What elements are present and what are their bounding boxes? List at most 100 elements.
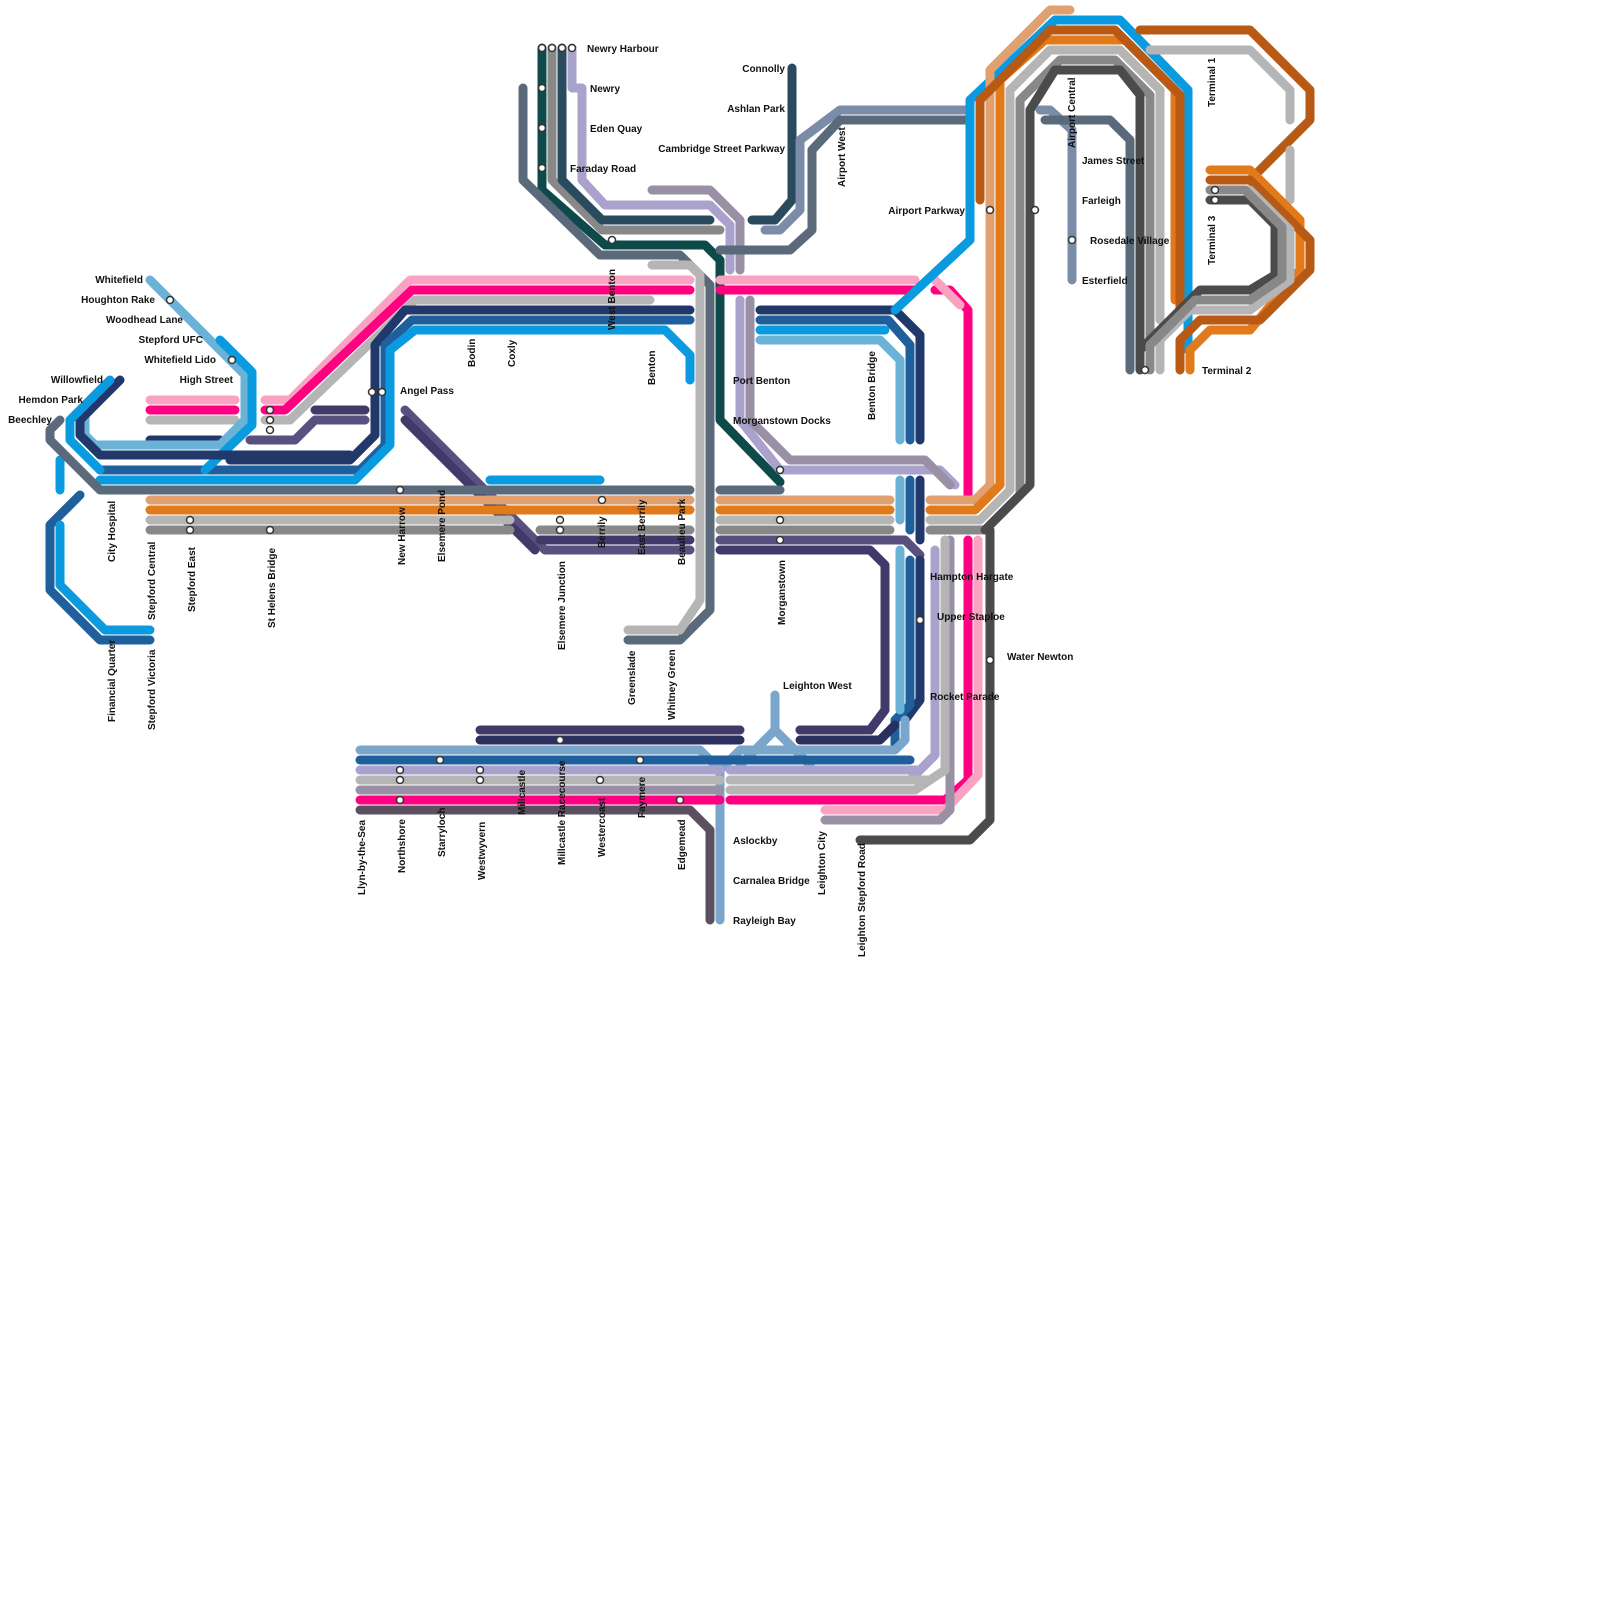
station-label-stepford-central[interactable]: Stepford Central	[147, 541, 158, 620]
station-label-faymere[interactable]: Faymere	[637, 776, 648, 818]
station-marker[interactable]	[1210, 185, 1220, 195]
station-marker[interactable]	[915, 615, 925, 625]
station-label-benton[interactable]: Benton	[647, 351, 658, 385]
station-marker[interactable]	[1140, 365, 1150, 375]
station-label-cambridge-street-parkway[interactable]: Cambridge Street Parkway	[658, 144, 785, 155]
station-label-stepford-ufc[interactable]: Stepford UFC	[139, 335, 203, 346]
station-label-new-harrow[interactable]: New Harrow	[397, 507, 408, 565]
station-label-hemdon-park[interactable]: Hemdon Park	[19, 395, 84, 406]
station-label-upper-staploe[interactable]: Upper Staploe	[937, 612, 1005, 623]
station-label-rayleigh-bay[interactable]: Rayleigh Bay	[733, 916, 796, 927]
station-marker[interactable]	[475, 765, 485, 775]
station-marker[interactable]	[395, 775, 405, 785]
station-label-city-hospital[interactable]: City Hospital	[107, 501, 118, 562]
station-marker[interactable]	[985, 205, 995, 215]
station-label-esterfield[interactable]: Esterfield	[1082, 276, 1128, 287]
station-marker[interactable]	[265, 525, 275, 535]
station-label-greenslade[interactable]: Greenslade	[627, 650, 638, 705]
station-marker[interactable]	[597, 495, 607, 505]
station-marker[interactable]	[1210, 195, 1220, 205]
station-marker[interactable]	[265, 415, 275, 425]
station-marker[interactable]	[635, 755, 645, 765]
station-label-water-newton[interactable]: Water Newton	[1007, 652, 1073, 663]
station-label-high-street[interactable]: High Street	[180, 375, 234, 386]
station-label-starryloch[interactable]: Starryloch	[437, 808, 448, 857]
station-label-terminal-2[interactable]: Terminal 2	[1202, 366, 1252, 377]
station-marker[interactable]	[537, 163, 547, 173]
station-marker[interactable]	[555, 735, 565, 745]
station-marker[interactable]	[555, 525, 565, 535]
station-marker[interactable]	[595, 775, 605, 785]
station-marker[interactable]	[1030, 205, 1040, 215]
station-label-hampton-hargate[interactable]: Hampton Hargate	[930, 572, 1014, 583]
station-label-carnalea-bridge[interactable]: Carnalea Bridge	[733, 876, 810, 887]
station-label-whitney-green[interactable]: Whitney Green	[667, 649, 678, 720]
station-marker[interactable]	[395, 485, 405, 495]
station-marker[interactable]	[1067, 235, 1077, 245]
station-label-stepford-east[interactable]: Stepford East	[187, 546, 198, 612]
station-marker[interactable]	[395, 795, 405, 805]
station-marker[interactable]	[567, 43, 577, 53]
station-label-airport-parkway[interactable]: Airport Parkway	[888, 206, 965, 217]
station-marker[interactable]	[537, 123, 547, 133]
station-label-benton-bridge[interactable]: Benton Bridge	[867, 351, 878, 420]
station-label-llyn-by-the-sea[interactable]: Llyn-by-the-Sea	[357, 820, 368, 895]
station-marker[interactable]	[475, 775, 485, 785]
station-label-westwyvern[interactable]: Westwyvern	[477, 822, 488, 880]
station-marker[interactable]	[675, 795, 685, 805]
station-marker[interactable]	[265, 425, 275, 435]
station-marker[interactable]	[775, 465, 785, 475]
station-label-woodhead-lane[interactable]: Woodhead Lane	[106, 315, 183, 326]
station-label-leighton-west[interactable]: Leighton West	[783, 681, 852, 692]
station-marker[interactable]	[377, 387, 387, 397]
station-marker[interactable]	[607, 235, 617, 245]
station-label-connolly[interactable]: Connolly	[742, 64, 785, 75]
station-marker[interactable]	[435, 755, 445, 765]
station-label-airport-west[interactable]: Airport West	[837, 127, 848, 187]
station-label-morganstown[interactable]: Morganstown	[777, 560, 788, 625]
station-marker[interactable]	[395, 765, 405, 775]
station-marker[interactable]	[367, 387, 377, 397]
station-marker[interactable]	[185, 515, 195, 525]
station-marker[interactable]	[165, 295, 175, 305]
station-label-terminal-3[interactable]: Terminal 3	[1207, 215, 1218, 265]
station-label-coxly[interactable]: Coxly	[507, 339, 518, 367]
station-marker[interactable]	[775, 535, 785, 545]
station-marker[interactable]	[547, 43, 557, 53]
station-label-newry[interactable]: Newry	[590, 84, 620, 95]
station-label-edgemead[interactable]: Edgemead	[677, 819, 688, 870]
station-label-west-benton[interactable]: West Benton	[607, 269, 618, 330]
station-label-rocket-parade[interactable]: Rocket Parade	[930, 692, 1000, 703]
station-label-northshore[interactable]: Northshore	[397, 819, 408, 873]
station-label-aslockby[interactable]: Aslockby	[733, 836, 778, 847]
station-marker[interactable]	[537, 83, 547, 93]
station-label-st-helens-bridge[interactable]: St Helens Bridge	[267, 548, 278, 628]
station-label-port-benton[interactable]: Port Benton	[733, 376, 790, 387]
station-label-millcastle-racecourse[interactable]: Millcastle Racecourse	[557, 760, 568, 865]
station-marker[interactable]	[537, 43, 547, 53]
station-label-westercoast[interactable]: Westercoast	[597, 797, 608, 857]
station-label-eden-quay[interactable]: Eden Quay	[590, 124, 643, 135]
station-label-airport-central[interactable]: Airport Central	[1067, 77, 1078, 148]
station-marker[interactable]	[555, 515, 565, 525]
station-marker[interactable]	[227, 355, 237, 365]
station-label-angel-pass[interactable]: Angel Pass	[400, 386, 454, 397]
station-marker[interactable]	[265, 405, 275, 415]
station-marker[interactable]	[985, 655, 995, 665]
station-label-leighton-stepford-road[interactable]: Leighton Stepford Road	[857, 843, 868, 957]
station-label-ashlan-park[interactable]: Ashlan Park	[727, 104, 785, 115]
station-label-elsemere-junction[interactable]: Elsemere Junction	[557, 561, 568, 650]
station-label-berrily[interactable]: Berrily	[597, 516, 608, 548]
station-label-farleigh[interactable]: Farleigh	[1082, 196, 1121, 207]
station-label-morganstown-docks[interactable]: Morganstown Docks	[733, 416, 831, 427]
station-label-faraday-road[interactable]: Faraday Road	[570, 164, 636, 175]
station-label-elsemere-pond[interactable]: Elsemere Pond	[437, 490, 448, 562]
station-label-millcastle[interactable]: Millcastle	[517, 770, 528, 815]
station-label-whitefield-lido[interactable]: Whitefield Lido	[144, 355, 216, 366]
station-label-beechley[interactable]: Beechley	[8, 415, 52, 426]
station-label-willowfield[interactable]: Willowfield	[51, 375, 103, 386]
station-label-east-berrily[interactable]: East Berrily	[637, 499, 648, 555]
station-label-stepford-victoria[interactable]: Stepford Victoria	[147, 649, 158, 730]
station-label-bodin[interactable]: Bodin	[467, 339, 478, 367]
station-marker[interactable]	[185, 525, 195, 535]
